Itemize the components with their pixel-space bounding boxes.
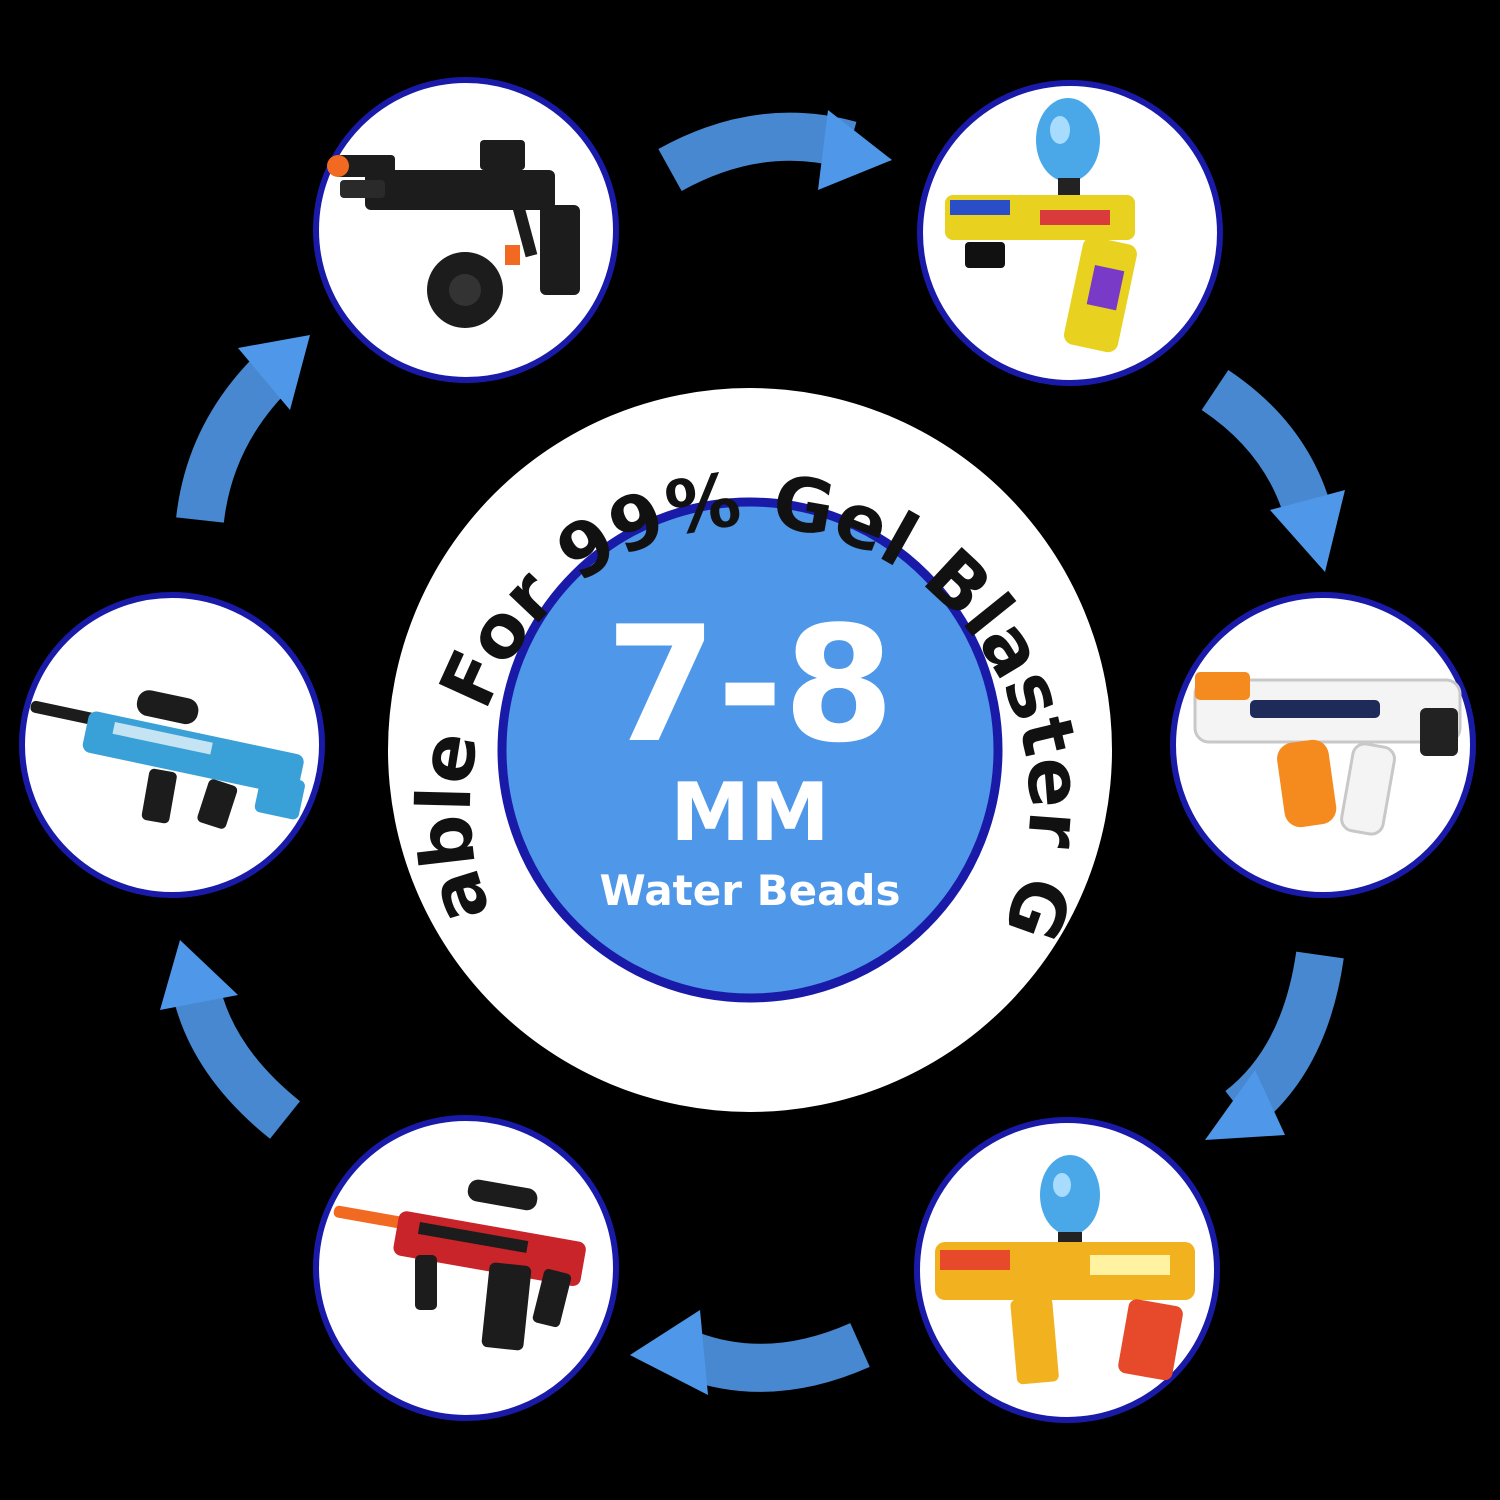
comic-smg-icon	[935, 1155, 1195, 1385]
product-circle-red-rifle	[313, 1115, 619, 1421]
product-circle-white-blaster	[1170, 592, 1476, 898]
size-value: 7-8	[605, 591, 894, 778]
arrow-left-upper-icon	[176, 335, 310, 524]
arrow-left-lower-icon	[160, 940, 301, 1139]
product-circle-black-rifle	[313, 77, 619, 383]
size-unit: MM	[670, 766, 829, 859]
arrow-right-lower-icon	[1205, 951, 1344, 1140]
product-circle-comic-smg	[914, 1117, 1220, 1423]
product-circle-graffiti-pistol	[917, 80, 1223, 386]
badge-core	[497, 497, 1003, 1003]
arrow-right-upper-icon	[1201, 370, 1345, 572]
black-rifle-icon	[327, 140, 580, 328]
arrow-bottom-icon	[630, 1310, 870, 1395]
blue-rifle-icon	[30, 690, 305, 829]
red-rifle-icon	[333, 1179, 586, 1351]
graffiti-pistol-icon	[945, 98, 1137, 353]
arrow-top-icon	[658, 110, 892, 192]
cycle-arrows	[160, 110, 1345, 1395]
product-label: Water Beads	[600, 866, 901, 915]
white-blaster-icon	[1193, 672, 1462, 836]
product-circle-blue-rifle	[19, 592, 325, 898]
